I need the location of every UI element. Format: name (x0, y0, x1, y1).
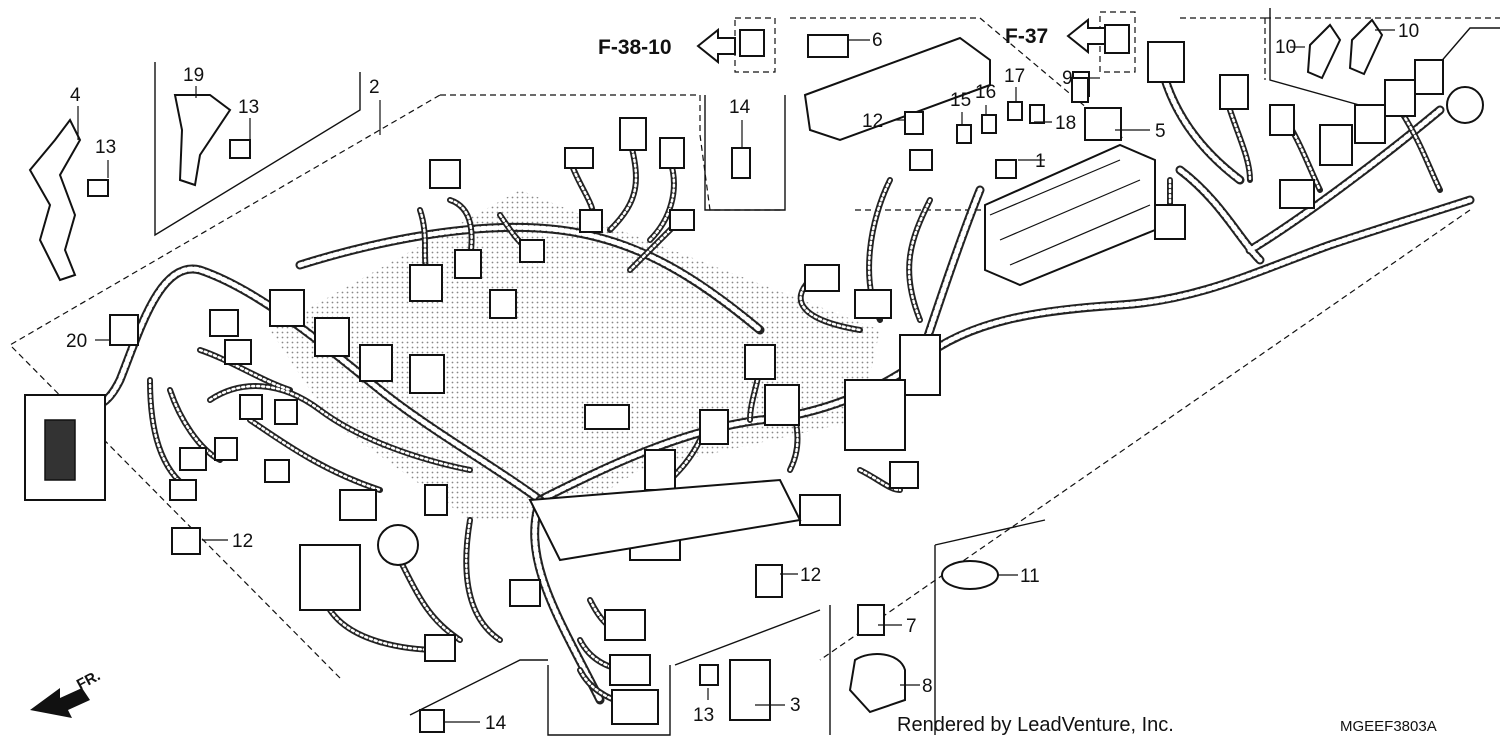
callout-12-center: 12 (800, 565, 821, 586)
bolt-14-frame (704, 95, 786, 211)
front-label: FR. (74, 667, 103, 693)
callout-5: 5 (1155, 121, 1166, 142)
callout-4: 4 (70, 85, 81, 106)
bracket-4 (28, 118, 82, 282)
fuse-box-frame (790, 17, 1266, 141)
front-direction: FR. (30, 667, 103, 718)
callout-6: 6 (872, 30, 883, 51)
diagram-code: MGEEF3803A (1340, 718, 1437, 735)
ref-label-right: F-37 (1005, 25, 1048, 48)
callout-13-lower: 13 (693, 705, 714, 726)
callout-14-lower: 14 (485, 713, 507, 734)
callout-17: 17 (1004, 66, 1025, 87)
ref-arrow-right-icon (1066, 17, 1106, 55)
callout-11: 11 (1020, 566, 1040, 587)
callout-8: 8 (922, 676, 933, 697)
callout-2: 2 (369, 77, 380, 98)
connector-pair-frame (547, 609, 821, 736)
callout-19: 19 (183, 65, 204, 86)
callout-14-upper: 14 (729, 97, 751, 118)
callout-10-right: 10 (1398, 21, 1419, 42)
callout-9: 9 (1062, 68, 1073, 89)
callout-10-left: 10 (1275, 37, 1296, 58)
callout-labels: 1 2 3 4 5 6 7 8 9 10 10 11 12 12 12 13 1… (66, 21, 1419, 734)
callout-1: 1 (1035, 151, 1046, 172)
reference-arrows: F-38-10 F-37 (598, 17, 1106, 65)
callout-3: 3 (790, 695, 801, 716)
callout-12-fuse: 12 (862, 111, 883, 132)
bracket-19 (173, 94, 232, 187)
bottom-bolt-frame (409, 659, 548, 716)
callout-13-bracket4: 13 (95, 137, 116, 158)
callout-18: 18 (1055, 113, 1076, 134)
front-arrow-icon (30, 688, 90, 718)
ref-label-left: F-38-10 (598, 36, 672, 59)
small-parts (28, 18, 1384, 733)
callout-16: 16 (975, 82, 996, 103)
credit-text: Rendered by LeadVenture, Inc. (897, 714, 1174, 736)
callout-20: 20 (66, 331, 87, 352)
callout-7: 7 (906, 616, 917, 637)
fuse-box (803, 34, 1156, 287)
callout-13-bracket19: 13 (238, 97, 259, 118)
callout-15: 15 (950, 90, 971, 111)
bracket-19-frame (154, 62, 361, 237)
ref-arrow-left-icon (696, 27, 736, 65)
connectors (24, 41, 1484, 725)
clip-frame-lower (829, 519, 1046, 735)
callout-12-left: 12 (232, 531, 253, 552)
leader-lines (77, 29, 1395, 723)
